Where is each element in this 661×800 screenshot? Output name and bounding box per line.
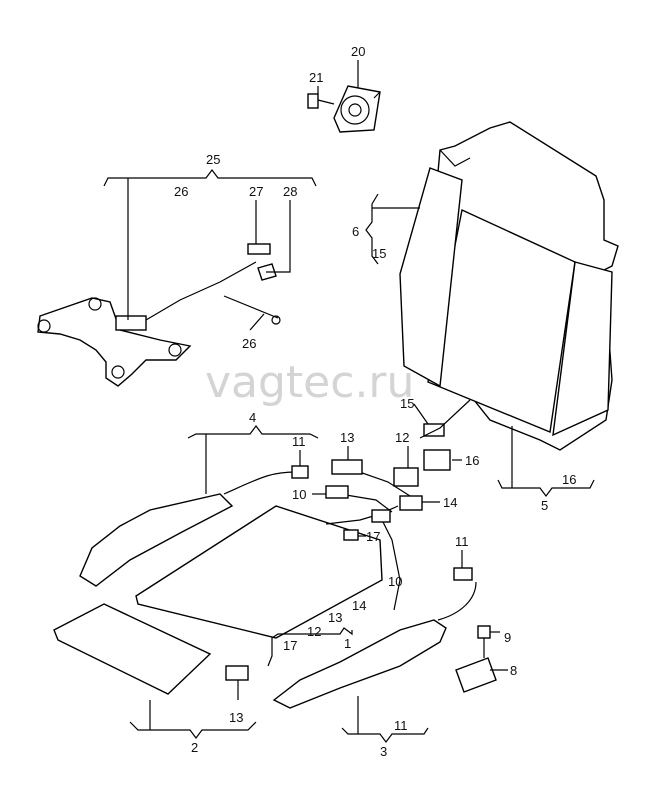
callout-27: 27	[249, 184, 263, 199]
callout-14-bottom: 14	[352, 598, 366, 613]
callout-20: 20	[351, 44, 365, 59]
callout-11-left: 11	[292, 434, 306, 449]
seat-cushion-part	[53, 505, 383, 695]
callout-12-bottom: 12	[307, 624, 321, 639]
callout-11-right: 11	[455, 534, 469, 549]
leader-lines	[103, 60, 595, 743]
callout-26-top: 26	[174, 184, 188, 199]
seat-heater-mat-part	[37, 243, 281, 387]
callout-13-top: 13	[340, 430, 354, 445]
connector-part	[225, 665, 249, 681]
callout-2: 2	[191, 740, 198, 755]
callout-17-mid: 17	[366, 529, 380, 544]
callout-17-bottom: 17	[283, 638, 297, 653]
callout-12-top: 12	[395, 430, 409, 445]
callout-26-bottom: 26	[242, 336, 256, 351]
callout-1: 1	[344, 636, 351, 651]
callout-21: 21	[309, 70, 323, 85]
callout-25: 25	[206, 152, 220, 167]
callout-13-left-bottom: 13	[229, 710, 243, 725]
fan-part	[333, 85, 381, 133]
callout-8: 8	[510, 663, 517, 678]
callout-10-left: 10	[292, 487, 306, 502]
callout-15-mid: 15	[400, 396, 414, 411]
callout-4: 4	[249, 410, 256, 425]
watermark: vagtec.ru	[205, 357, 414, 408]
side-bolster-right-part	[272, 567, 477, 709]
callout-14-right: 14	[443, 495, 457, 510]
wiring-harness-part	[325, 399, 471, 611]
callout-11-bottom: 11	[394, 718, 408, 733]
backrest-part	[399, 121, 619, 451]
callout-10-right: 10	[388, 574, 402, 589]
callout-16-mid: 16	[465, 453, 479, 468]
callout-28: 28	[283, 184, 297, 199]
callout-16-right: 16	[562, 472, 576, 487]
screw-part	[307, 93, 335, 109]
lumbar-module-part	[455, 625, 497, 693]
callout-labels: 20 21 25 26 27 28 26 6 15 15 16 16 5 4 1…	[174, 44, 576, 759]
callout-6: 6	[352, 224, 359, 239]
callout-5: 5	[541, 498, 548, 513]
callout-9: 9	[504, 630, 511, 645]
callout-15-top: 15	[372, 246, 386, 261]
side-bolster-left-part	[79, 465, 309, 587]
callout-13-bottom: 13	[328, 610, 342, 625]
callout-3: 3	[380, 744, 387, 759]
